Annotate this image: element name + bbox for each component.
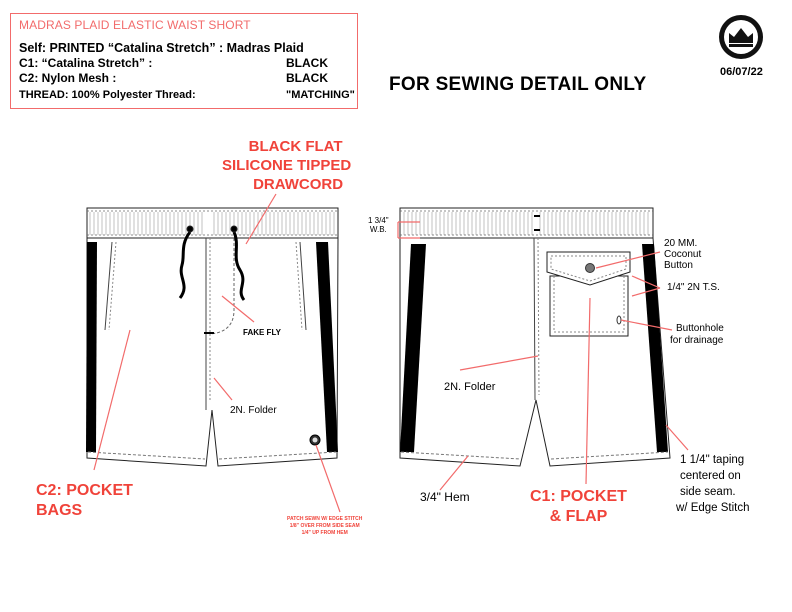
button-line1: 20 MM. [664, 238, 698, 249]
taping-line2: centered on [680, 470, 741, 482]
drawcord-label-line1: BLACK FLAT [248, 138, 343, 155]
topstitch-label: 1/4" 2N T.S. [667, 282, 720, 293]
front-short-drawing [86, 207, 339, 467]
button-line2: Coconut [664, 249, 702, 260]
taping-line1: 1 1/4" taping [680, 454, 745, 466]
button-callout: 20 MM. Coconut Button [664, 238, 701, 271]
pocket-flap-line2: & FLAP [549, 508, 608, 525]
taping-line3: side seam. [680, 486, 736, 498]
thread-value: "MATCHING" [286, 89, 355, 101]
drawcord-callout: BLACK FLAT SILICONE TIPPED DRAWCORD [222, 137, 351, 194]
fake-fly-label: FAKE FLY [243, 328, 281, 337]
pocket-bags-line1: C2: POCKET [36, 482, 133, 499]
sewing-detail-heading: FOR SEWING DETAIL ONLY [389, 74, 647, 95]
back-folder-label: 2N. Folder [444, 381, 496, 393]
spec-box: MADRAS PLAID ELASTIC WAIST SHORT Self: P… [10, 13, 358, 109]
patch-line2: 1/8" OVER FROM SIDE SEAM [289, 523, 360, 529]
button-line3: Button [664, 260, 693, 271]
pocket-flap-line1: C1: POCKET [530, 488, 627, 505]
pocket-flap-callout: C1: POCKET & FLAP [530, 487, 627, 527]
c2-fabric-value: BLACK [286, 71, 328, 85]
waistband-callout: 1 3/4" W.B. [368, 216, 389, 234]
buttonhole-line2: for drainage [670, 335, 724, 346]
c2-fabric-label: C2: Nylon Mesh : [19, 71, 117, 85]
back-short-drawing [399, 207, 671, 467]
hem-label: 3/4" Hem [420, 490, 470, 504]
style-title: MADRAS PLAID ELASTIC WAIST SHORT [19, 18, 251, 32]
buttonhole-line1: Buttonhole [676, 323, 724, 334]
taping-callout: 1 1/4" taping centered on side seam. w/ … [676, 452, 750, 516]
callout-lines [93, 193, 689, 513]
waistband-label: W.B. [369, 225, 387, 234]
pocket-bags-line2: BAGS [36, 502, 83, 519]
drawcord-label-line3: DRAWCORD [253, 176, 344, 193]
buttonhole-callout: Buttonhole for drainage [670, 323, 724, 347]
crown-logo-icon [719, 15, 763, 59]
drawcord-label-line2: SILICONE TIPPED [222, 157, 352, 174]
patch-callout: PATCH SEWN W/ EDGE STITCH 1/8" OVER FROM… [287, 516, 362, 537]
pocket-bags-callout: C2: POCKET BAGS [36, 481, 133, 521]
front-folder-label: 2N. Folder [230, 405, 277, 416]
patch-line1: PATCH SEWN W/ EDGE STITCH [287, 516, 363, 522]
patch-line3: 1/4" UP FROM HEM [301, 530, 348, 536]
c1-fabric-value: BLACK [286, 56, 328, 70]
thread-label: THREAD: 100% Polyester Thread: [19, 89, 196, 101]
date-label: 06/07/22 [720, 66, 763, 78]
self-fabric-spec: Self: PRINTED “Catalina Stretch” : Madra… [19, 41, 304, 55]
c1-fabric-label: C1: “Catalina Stretch” : [19, 56, 153, 70]
taping-line4: w/ Edge Stitch [676, 502, 750, 514]
waistband-width: 1 3/4" [368, 216, 389, 225]
